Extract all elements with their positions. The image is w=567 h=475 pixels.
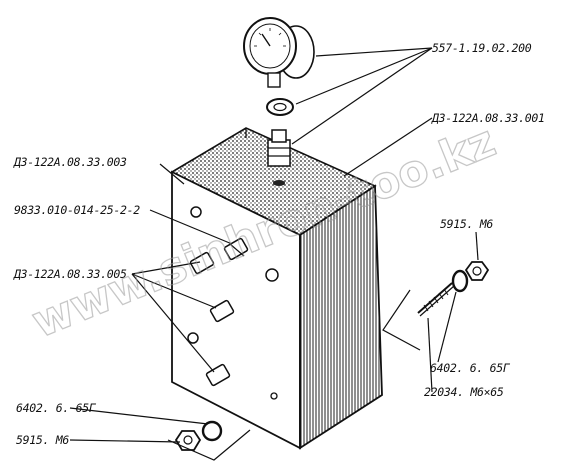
bolt-m6x65 — [417, 282, 455, 317]
pressure-gauge — [243, 17, 315, 88]
label-nut-left: 5915. М6 — [16, 433, 69, 447]
plug-upper — [189, 251, 215, 275]
left-pointer — [167, 429, 251, 461]
spring-washer-right — [451, 269, 469, 293]
label-plug: ДЗ-122А.08.33.005 — [13, 267, 127, 281]
nut-left — [174, 430, 202, 451]
front-holes — [187, 206, 279, 400]
label-bolt: 22034. М6×65 — [424, 385, 504, 399]
leader-lines — [69, 47, 479, 443]
plug-lower — [205, 363, 231, 387]
label-washer-right: 6402. 6. 65Г — [430, 361, 511, 375]
gauge-washer — [266, 98, 294, 116]
label-nut-right: 5915. М6 — [440, 217, 493, 231]
valve-block — [170, 127, 383, 450]
right-pointer — [382, 289, 421, 351]
label-block: ДЗ-122А.08.33.003 — [13, 155, 127, 169]
label-fitting: 9833.010-014-25-2-2 — [14, 203, 140, 217]
label-gauge: 557-1.19.02.200 — [432, 41, 532, 55]
label-housing: ДЗ-122А.08.33.001 — [431, 111, 545, 125]
plug-middle — [209, 299, 235, 323]
fitting-9833 — [223, 237, 249, 261]
spring-washer-left — [201, 420, 223, 442]
label-washer-left: 6402. 6. 65Г — [16, 401, 97, 415]
top-fitting — [267, 129, 291, 186]
nut-right — [464, 261, 490, 281]
